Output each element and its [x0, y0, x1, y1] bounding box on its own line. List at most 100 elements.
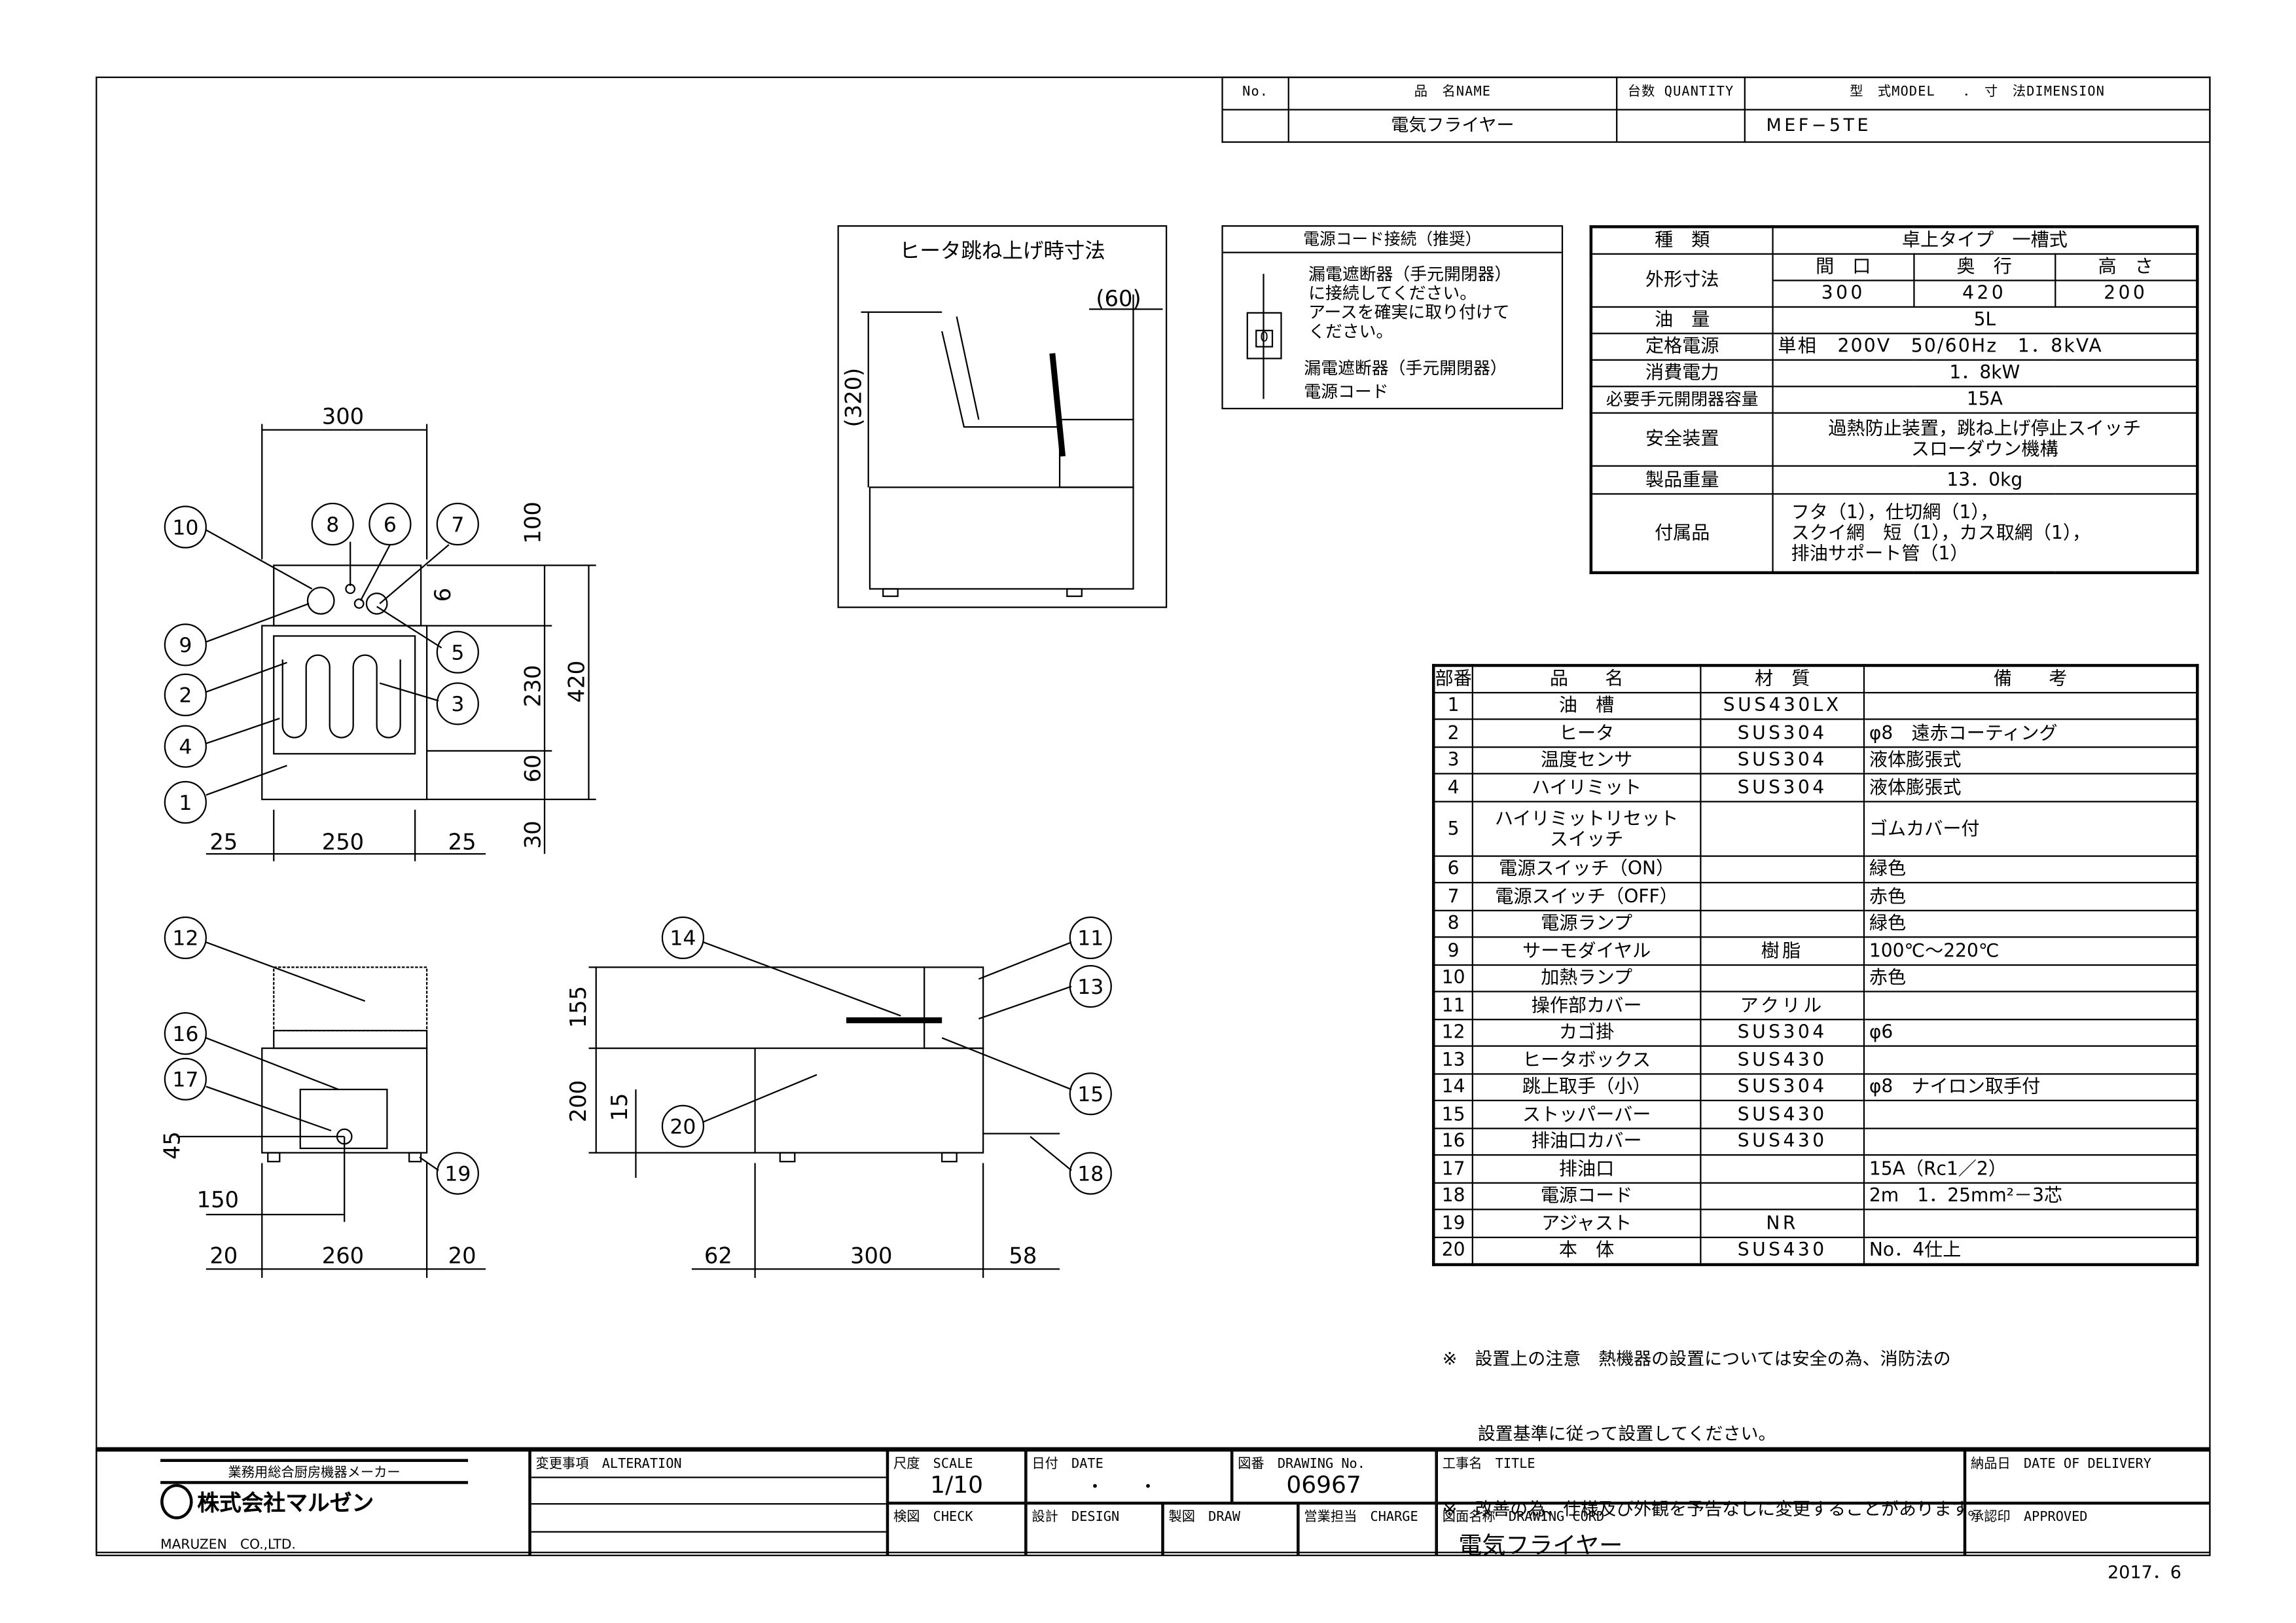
name-value: 電気フライヤー: [1287, 109, 1618, 143]
breaker-label: 漏電遮断器（手元開閉器）: [1304, 357, 1507, 378]
cord-line: [1263, 274, 1265, 399]
part-material: SUS304: [1700, 1018, 1865, 1047]
spec-value: 15A: [1772, 385, 2198, 413]
part-remarks: 2m 1．25mm²－3芯: [1863, 1181, 2198, 1211]
balloon-circle: [164, 1057, 207, 1101]
part-material: SUS304: [1700, 718, 1865, 748]
balloon-number: 20: [670, 1115, 696, 1139]
part-name: 排油口カバー: [1471, 1127, 1702, 1156]
check-cell: 検図 CHECK: [887, 1503, 1026, 1556]
part-remarks: 100℃～220℃: [1863, 936, 2198, 965]
part-number: 6: [1433, 854, 1473, 884]
parts-header: 部番: [1433, 665, 1473, 693]
power-cord-note: ください。: [1308, 321, 1393, 342]
part-name: ハイリミットリセット スイッチ: [1471, 800, 1702, 856]
balloon-circle: [1069, 1152, 1112, 1195]
parts-header: 材 質: [1700, 665, 1865, 693]
spec-label: 付属品: [1590, 492, 1774, 574]
balloon-circle: [311, 502, 354, 546]
safety-line: スローダウン機構: [1910, 437, 2058, 460]
part-balloon: 19: [436, 1152, 479, 1195]
dimension-label: 420: [564, 661, 590, 702]
part-remarks: [1863, 1209, 2198, 1238]
balloon-number: 7: [451, 513, 464, 537]
part-remarks: φ6: [1863, 1018, 2198, 1047]
part-number: 17: [1433, 1154, 1473, 1183]
balloon-number: 3: [451, 693, 464, 716]
drawing-no-value: 06967: [1286, 1470, 1361, 1499]
part-number: 7: [1433, 882, 1473, 911]
part-number: 18: [1433, 1181, 1473, 1211]
part-material: 樹脂: [1700, 936, 1865, 965]
balloon-number: 9: [179, 634, 192, 657]
heater-lift-panel: ヒータ跳ね上げ時寸法: [837, 225, 1168, 608]
part-material: SUS304: [1700, 745, 1865, 775]
part-number: 9: [1433, 936, 1473, 965]
part-balloon: 8: [311, 502, 354, 546]
part-name: ハイリミット: [1471, 773, 1702, 802]
dimension-label: 6: [430, 588, 456, 602]
part-name: カゴ掛: [1471, 1018, 1702, 1047]
part-remarks: 赤色: [1863, 882, 2198, 911]
spec-value: フタ（1），仕切網（1），スクイ網 短（1），カス取網（1），排油サポート管（1…: [1772, 492, 2198, 574]
part-remarks: [1863, 1099, 2198, 1129]
heater-lift-title: ヒータ跳ね上げ時寸法: [899, 240, 1105, 264]
part-material: SUS430: [1700, 1235, 1865, 1265]
part-name: 操作部カバー: [1471, 991, 1702, 1020]
part-material: SUS430: [1700, 1045, 1865, 1074]
drawing-no-label: 図番 DRAWING No.: [1238, 1457, 1365, 1472]
part-material: アクリル: [1700, 991, 1865, 1020]
dimension-label: 300: [850, 1243, 892, 1268]
balloon-number: 2: [179, 684, 192, 708]
dimension-label: (60): [1096, 286, 1141, 312]
dims-header: 間 口: [1772, 252, 1915, 281]
balloon-circle: [661, 1104, 705, 1148]
delivery-cell: 納品日 DATE OF DELIVERY: [1965, 1450, 2211, 1503]
cord-label: 電源コード: [1304, 381, 1389, 402]
delivery-label: 納品日 DATE OF DELIVERY: [1971, 1457, 2151, 1472]
part-balloon: 15: [1069, 1072, 1112, 1116]
part-name: アジャスト: [1471, 1209, 1702, 1238]
safety-line: 過熱防止装置，跳ね上げ停止スイッチ: [1828, 416, 2142, 439]
part-number: 11: [1433, 991, 1473, 1020]
part-remarks: [1863, 991, 2198, 1020]
dimension-label: 300: [322, 404, 364, 429]
accessory-line: スクイ網 短（1），カス取網（1），: [1791, 520, 2091, 543]
project-title-label: 工事名 TITLE: [1442, 1457, 1535, 1472]
part-name: 温度センサ: [1471, 745, 1702, 775]
part-balloon: 18: [1069, 1152, 1112, 1195]
part-number: 8: [1433, 909, 1473, 938]
no-header: No.: [1221, 76, 1289, 111]
balloon-number: 11: [1077, 927, 1103, 951]
balloon-circle: [164, 725, 207, 768]
maker-tagline: 業務用総合厨房機器メーカー: [160, 1459, 469, 1484]
part-number: 10: [1433, 963, 1473, 993]
part-balloon: 16: [164, 1012, 207, 1055]
balloon-circle: [1069, 916, 1112, 960]
part-balloon: 3: [436, 682, 479, 725]
dimension-label: 250: [322, 829, 364, 854]
spec-value: 卓上タイプ 一槽式: [1772, 226, 2198, 254]
spec-label: 油 量: [1590, 305, 1774, 334]
alteration-cell: 変更事項 ALTERATION: [529, 1450, 888, 1556]
part-number: 2: [1433, 718, 1473, 748]
part-name: 電源スイッチ（ON）: [1471, 854, 1702, 884]
part-remarks: φ8 遠赤コーティング: [1863, 718, 2198, 748]
dims-header: 奥 行: [1912, 252, 2056, 281]
balloon-circle: [164, 1012, 207, 1055]
dimension-label: 58: [1009, 1243, 1037, 1268]
part-number: 4: [1433, 773, 1473, 802]
spec-label: 種 類: [1590, 226, 1774, 254]
